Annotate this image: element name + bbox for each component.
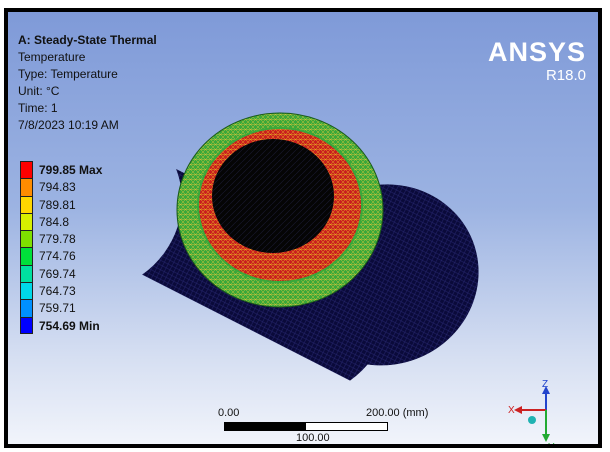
result-info-panel: A: Steady-State Thermal Temperature Type… [18,32,157,134]
legend-label: 754.69 Min [39,318,100,333]
triad-origin-icon [528,416,536,424]
scale-start: 0.00 [218,407,240,419]
z-arrow-icon [542,386,550,394]
legend-swatch [20,161,33,179]
cylinder-model[interactable] [8,12,598,444]
legend-swatch [20,178,33,196]
x-label: X [508,405,515,416]
ansys-logo: ANSYS R18.0 [488,38,586,84]
legend-label: 759.71 [39,301,76,316]
result-time: Time: 1 [18,101,58,115]
legend-swatch [20,195,33,213]
x-arrow-icon [514,406,522,414]
legend-label: 764.73 [39,284,76,299]
legend-swatch [20,299,33,317]
result-date: 7/8/2023 10:19 AM [18,118,119,132]
result-type: Type: Temperature [18,67,118,81]
logo-brand: ANSYS [487,37,586,67]
legend-label: 789.81 [39,197,76,212]
y-arrow-icon [542,434,550,442]
legend-label: 769.74 [39,266,76,281]
legend-label: 799.85 Max [39,163,103,177]
legend-swatch [20,247,33,265]
scale-bar-graphic [224,422,388,431]
legend-label: 784.8 [39,214,70,229]
analysis-title: A: Steady-State Thermal [18,33,157,47]
legend-label: 774.76 [39,249,76,264]
result-name: Temperature [18,50,86,64]
axis-triad[interactable]: Z X Y [508,380,568,448]
legend-swatch [20,230,33,248]
y-label: Y [548,442,555,448]
legend-swatch [20,212,33,231]
result-unit: Unit: °C [18,84,60,98]
legend-swatch [20,264,33,283]
ring-boundary [197,127,363,283]
scale-end: 200.00 (mm) [366,407,429,419]
scale-mid: 100.00 [296,432,330,444]
logo-release: R18.0 [545,67,586,84]
legend-swatch [20,282,33,300]
bore-opening [212,139,334,253]
legend-label: 794.83 [39,180,76,195]
legend-label: 779.78 [39,232,76,247]
z-label: Z [542,380,548,390]
scale-bar: 0.00 200.00 (mm) 100.00 [218,407,448,444]
legend-swatch [20,316,33,334]
graphics-viewport[interactable]: A: Steady-State Thermal Temperature Type… [4,8,602,448]
